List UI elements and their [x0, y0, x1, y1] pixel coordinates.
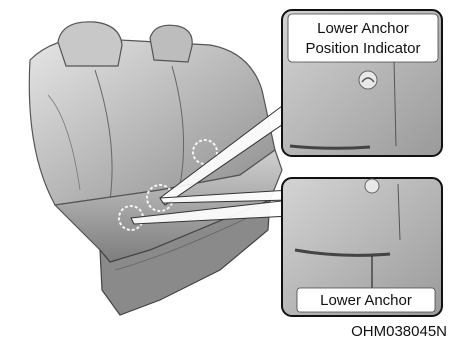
rear-seat-illustration	[29, 22, 282, 315]
bottom-callout-label: Lower Anchor	[320, 292, 412, 309]
anchor-indicator-icon	[359, 71, 377, 89]
top-callout-label-line1: Lower Anchor	[317, 20, 409, 37]
top-callout-label-line2: Position Indicator	[305, 40, 420, 57]
callout-bottom: Lower Anchor	[282, 178, 442, 316]
headrest-left	[58, 22, 122, 66]
anchor-indicator-icon-bottom	[365, 179, 379, 193]
figure-code: OHM038045N	[351, 323, 447, 340]
headrest-right	[150, 25, 192, 62]
callout-top: Lower Anchor Position Indicator	[282, 10, 442, 156]
